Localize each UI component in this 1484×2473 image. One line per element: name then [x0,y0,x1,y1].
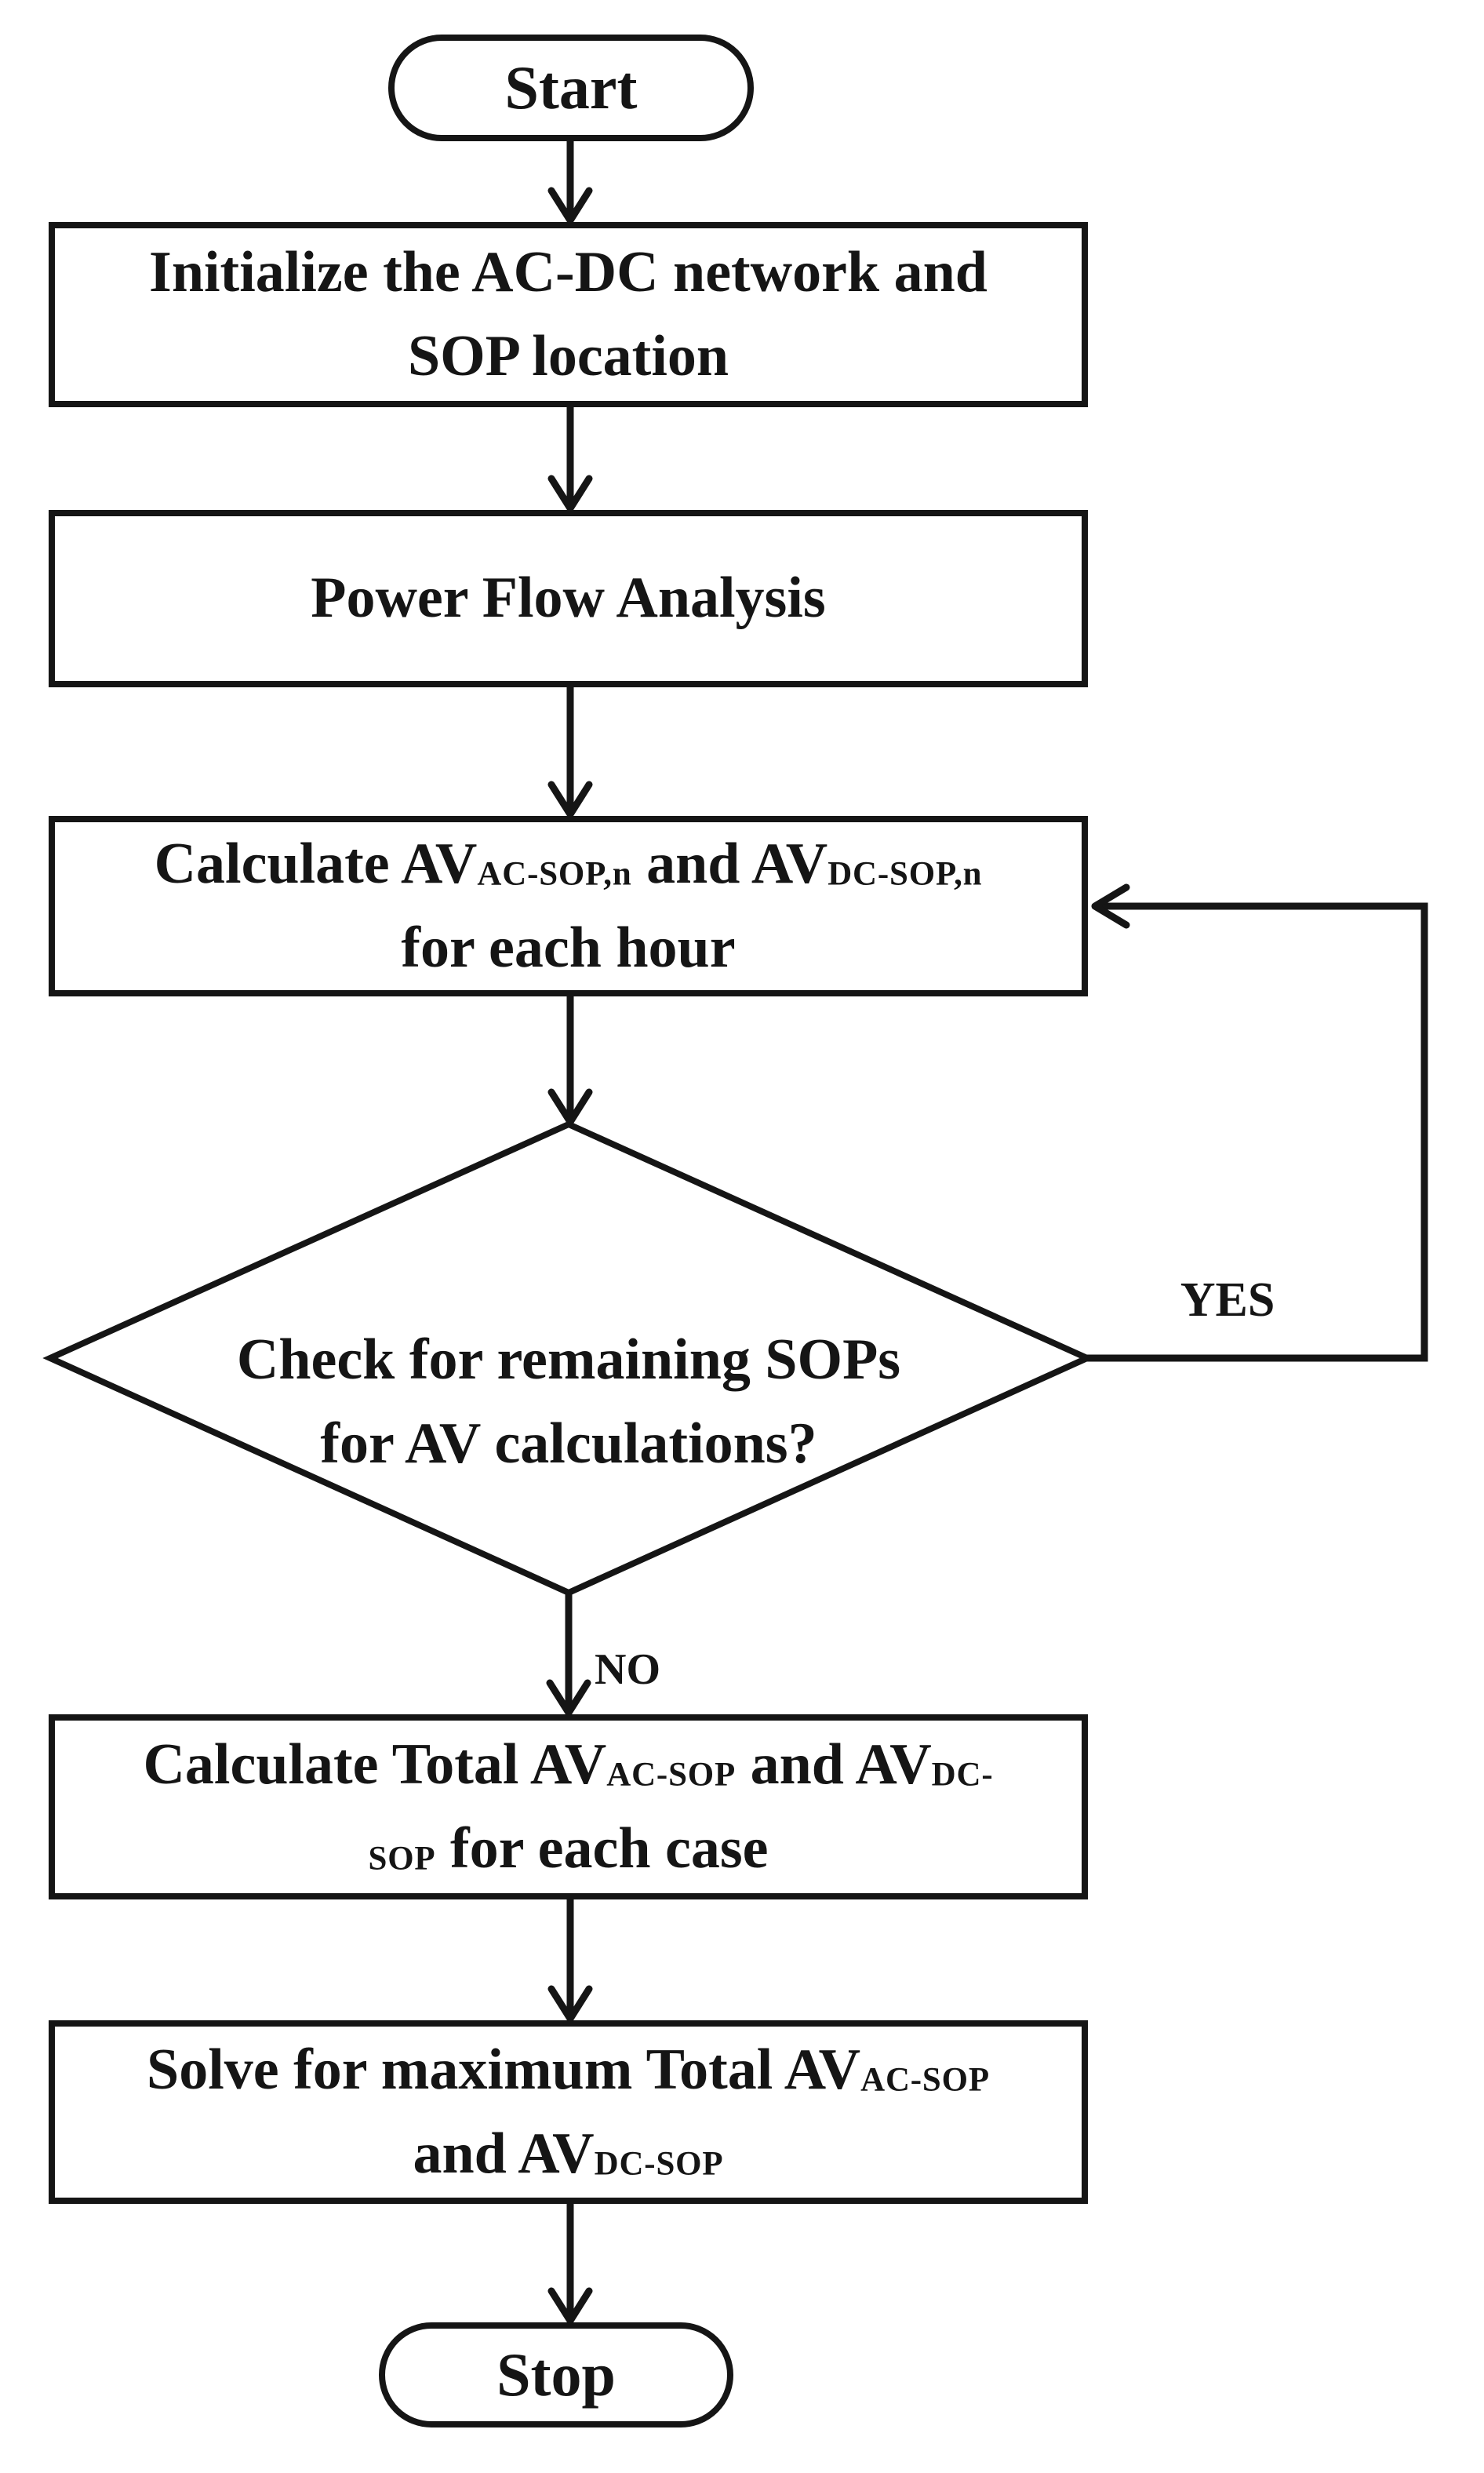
arrow-start-to-initialize [547,136,593,224]
arrow-initialize-to-powerflow [547,403,593,512]
process-power-flow-analysis: Power Flow Analysis [49,510,1088,687]
stop-label: Stop [496,2340,616,2409]
start-label: Start [504,53,638,122]
start-terminator: Start [388,35,754,141]
process-calculate-total-av-label: Calculate Total AVAC-SOP and AVDC-SOP fo… [143,1732,994,1881]
no-edge-label: NO [595,1645,660,1694]
arrow-calctotal-to-solve [547,1896,593,2023]
arrow-calcav-to-decision [547,992,593,1126]
arrow-powerflow-to-calcav [547,683,593,818]
process-calculate-total-av: Calculate Total AVAC-SOP and AVDC-SOP fo… [49,1714,1088,1899]
arrow-solve-to-stop [547,2200,593,2325]
yes-loop-connector [1083,883,1428,1362]
yes-edge-label: YES [1180,1273,1275,1327]
process-power-flow-analysis-label: Power Flow Analysis [311,566,826,631]
stop-terminator: Stop [379,2322,733,2427]
arrow-decision-to-calctotal-no [546,1589,591,1717]
